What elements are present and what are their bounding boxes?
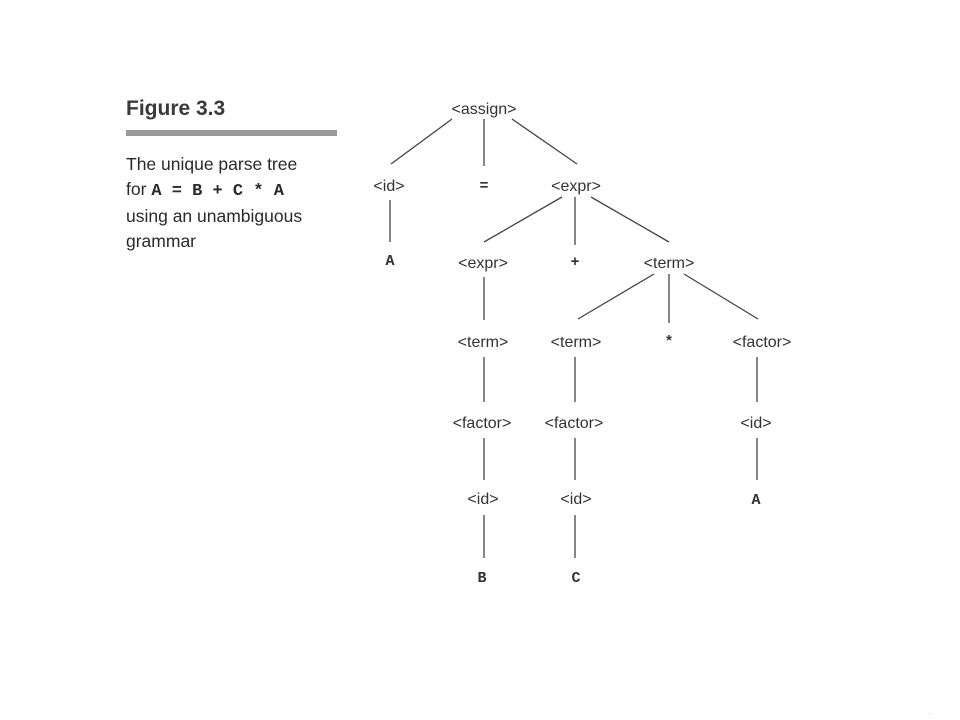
node-id-mid: <id> (560, 491, 591, 508)
leaf-a-second: A (751, 492, 760, 509)
edge-termright-factorright (683, 273, 759, 320)
caption-expression: A = B + C * A (151, 182, 284, 201)
tree-nodes: <assign> <id> = <expr> A <expr> + <term>… (373, 101, 791, 587)
leaf-b: B (477, 570, 486, 587)
node-equals: = (479, 178, 488, 195)
caption-line-3: using an unambiguous (126, 206, 303, 226)
caption-for: for (126, 179, 147, 199)
caption-line-4: grammar (126, 231, 197, 251)
title-divider (126, 130, 337, 136)
node-factor-right: <factor> (733, 334, 792, 351)
figure-caption: The unique parse tree for A = B + C * A … (126, 152, 366, 254)
corner-mark: .... (928, 710, 934, 715)
edge-assign-id (390, 118, 453, 165)
caption-line-2: for A = B + C * A (126, 177, 366, 204)
node-id: <id> (373, 178, 404, 195)
node-star: * (664, 334, 673, 351)
node-factor-left: <factor> (453, 415, 512, 432)
edge-assign-expr (511, 118, 578, 165)
caption-line-1: The unique parse tree (126, 154, 298, 174)
node-assign: <assign> (452, 101, 517, 118)
node-factor-mid: <factor> (545, 415, 604, 432)
node-term-left: <term> (458, 334, 509, 351)
node-expr-left: <expr> (458, 255, 508, 272)
edge-termright-termmid (577, 273, 655, 320)
leaf-c: C (571, 570, 580, 587)
edge-expr-termright (590, 196, 670, 243)
node-term-right: <term> (644, 255, 695, 272)
tree-edges (389, 118, 759, 558)
edge-expr-exprleft (483, 196, 563, 243)
node-term-mid: <term> (551, 334, 602, 351)
node-id-left: <id> (467, 491, 498, 508)
figure-title: Figure 3.3 (126, 97, 226, 120)
node-plus: + (570, 254, 579, 271)
node-id-right: <id> (740, 415, 771, 432)
leaf-a: A (385, 253, 394, 270)
node-expr-root: <expr> (551, 178, 601, 195)
